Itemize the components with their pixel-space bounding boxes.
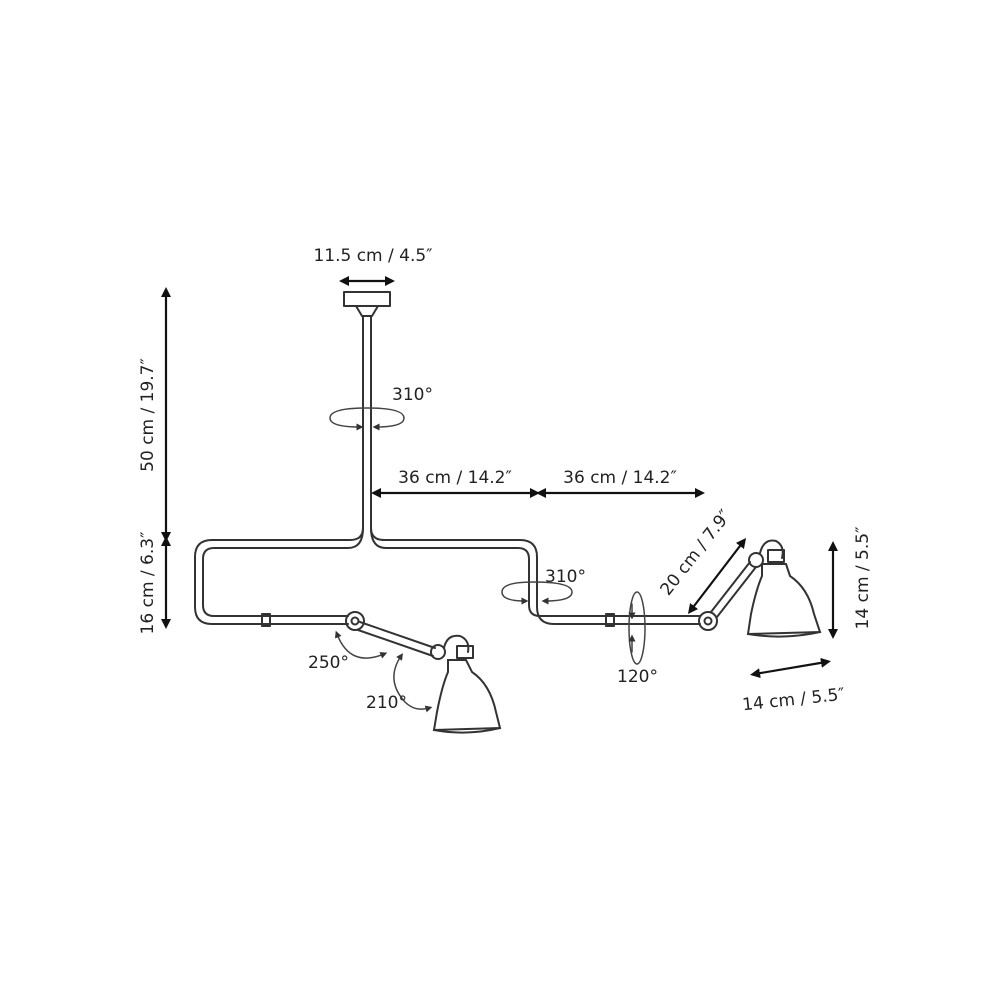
right-shade: [746, 563, 822, 636]
arm-frame: [194, 527, 613, 625]
arm-rotation-label: 310°: [545, 567, 586, 587]
right-joint-knob: [698, 611, 718, 631]
stem-rotation-indicator: [329, 407, 405, 431]
right-joint-rotation-indicator: [628, 591, 646, 665]
stem-rotation-label: 310°: [392, 385, 433, 405]
short-arm-length-dimension: [687, 538, 747, 614]
left-shade-rotation-indicator: [393, 653, 433, 713]
canopy-width-label: 11.5 cm / 4.5″: [313, 246, 432, 266]
left-lamp: [261, 611, 502, 734]
left-shade-joint: [430, 644, 446, 660]
left-shade-rotation-label: 210°: [366, 693, 407, 713]
right-lamp: [605, 539, 822, 638]
drop-height-label: 16 cm / 6.3″: [138, 532, 158, 635]
shade-height-label: 14 cm / 5.5″: [853, 527, 873, 630]
right-joint-rotation-label: 120°: [617, 667, 658, 687]
arm-rotation-indicator: [501, 581, 573, 605]
short-arm-length-label: 20 cm / 7.9″: [657, 506, 736, 599]
stem: [362, 315, 372, 529]
ceiling-canopy: [343, 291, 391, 317]
left-joint-rotation-indicator: [334, 630, 388, 659]
left-shade: [432, 659, 502, 732]
right-shade-joint: [748, 552, 764, 568]
arm-left-span-label: 36 cm / 14.2″: [398, 468, 512, 488]
stem-height-label: 50 cm / 19.7″: [138, 358, 158, 472]
shade-width-dimension: [750, 657, 831, 679]
left-joint-knob: [345, 611, 365, 631]
left-joint-rotation-label: 250°: [308, 653, 349, 673]
shade-width-label: 14 cm / 5.5″: [741, 685, 845, 716]
arm-right-span-label: 36 cm / 14.2″: [563, 468, 677, 488]
